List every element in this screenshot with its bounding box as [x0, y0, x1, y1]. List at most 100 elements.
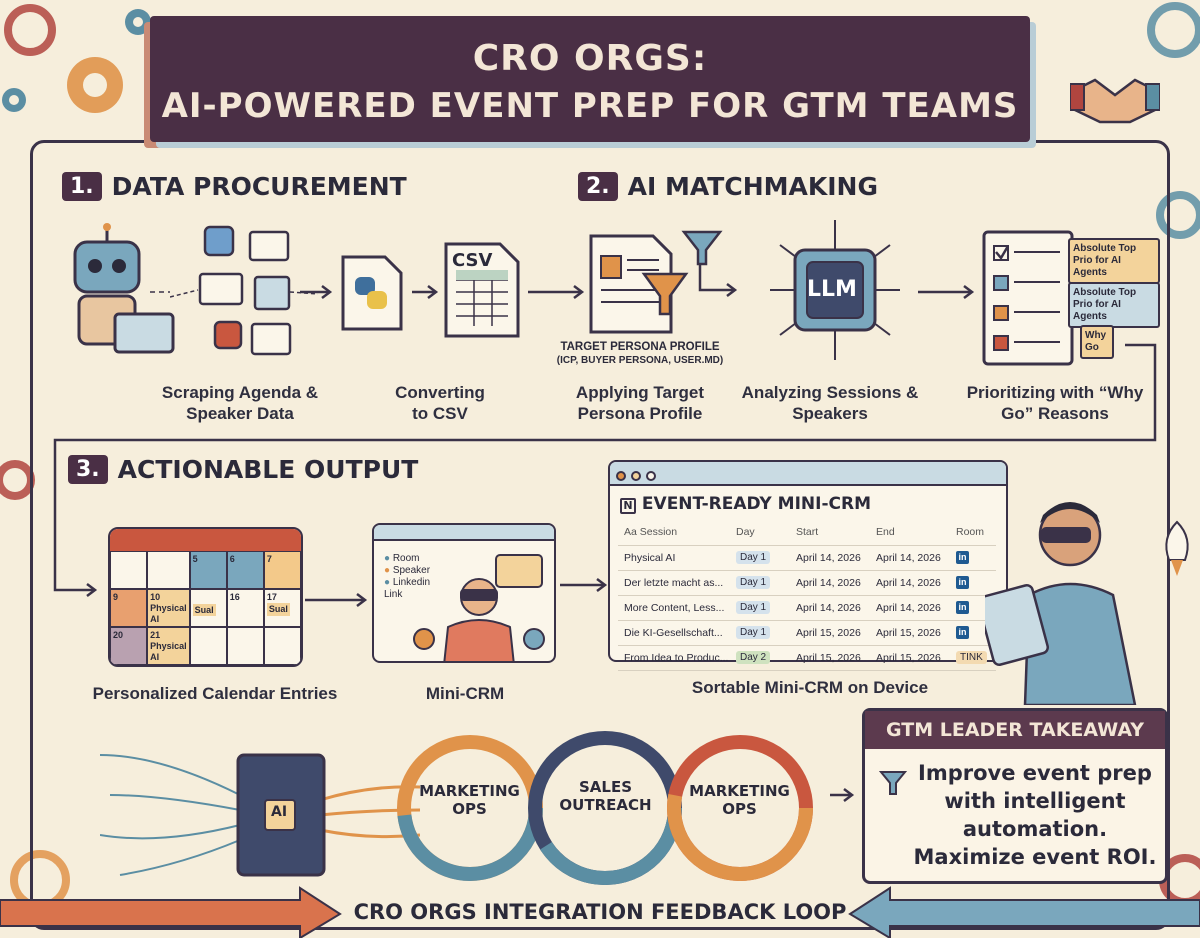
takeaway-heading: GTM LEADER TAKEAWAY: [865, 711, 1165, 749]
column-header[interactable]: Room: [950, 520, 996, 546]
calendar-day: 20: [110, 627, 148, 665]
step-caption: Analyzing Sessions & Speakers: [741, 383, 919, 423]
calendar-day: 16: [226, 589, 264, 627]
calendar-day-number: 17: [266, 592, 277, 602]
end-cell: April 14, 2026: [870, 595, 950, 621]
calendar-caption: Personalized Calendar Entries: [92, 684, 338, 703]
rocket-icon: [1165, 520, 1189, 576]
column-header[interactable]: Aa Session: [618, 520, 730, 546]
section-number: 3.: [68, 455, 108, 484]
table-row[interactable]: More Content, Less... Day 1 April 14, 20…: [618, 595, 996, 621]
section-title: DATA PROCUREMENT: [111, 172, 407, 201]
funnel-icon: [641, 272, 689, 316]
calendar-day: 7: [263, 551, 301, 589]
session-cell: From Idea to Produc...: [618, 645, 730, 671]
title-banner: CRO ORGS: AI-POWERED EVENT PREP FOR GTM …: [150, 16, 1030, 142]
section-ai-matchmaking: 2. AI MATCHMAKING: [578, 172, 878, 201]
start-cell: April 14, 2026: [790, 545, 870, 571]
step-caption: Converting to CSV: [395, 383, 485, 423]
crm-title: N EVENT-READY MINI-CRM: [620, 494, 871, 514]
table-row[interactable]: Die KI-Gesellschaft... Day 1 April 15, 2…: [618, 620, 996, 646]
start-cell: April 15, 2026: [790, 620, 870, 646]
mini-crm-caption: Mini-CRM: [425, 684, 505, 703]
document-icon: [589, 234, 673, 334]
section-data-procurement: 1. DATA PROCUREMENT: [62, 172, 407, 201]
window-titlebar: [610, 462, 1006, 486]
calendar-event-label: Sual: [192, 604, 216, 616]
calendar-event-label: Sual: [266, 603, 290, 616]
takeaway-text: Improve event prep with intelligent auto…: [913, 761, 1157, 869]
calendar-event-label: Physical AI: [150, 603, 187, 624]
column-header[interactable]: Day: [730, 520, 790, 546]
section-title: AI MATCHMAKING: [627, 172, 878, 201]
calendar-day-number: 10: [150, 592, 161, 602]
section-title: ACTIONABLE OUTPUT: [117, 455, 419, 484]
why-go-flag: Why Go: [1080, 325, 1114, 359]
table-row[interactable]: From Idea to Produc... Day 2 April 15, 2…: [618, 645, 996, 671]
table-row[interactable]: Physical AI Day 1 April 14, 2026 April 1…: [618, 545, 996, 571]
session-cell: Physical AI: [618, 545, 730, 571]
calendar-day: 6: [226, 551, 264, 589]
table-row[interactable]: Der letzte macht as... Day 1 April 14, 2…: [618, 570, 996, 596]
ring-label-marketing-ops: MARKETING OPS: [689, 782, 790, 818]
room-badge: TINK: [956, 651, 987, 664]
session-cell: Die KI-Gesellschaft...: [618, 620, 730, 646]
calendar-day: 5: [189, 551, 227, 589]
calendar-event: Sual: [189, 589, 227, 627]
ai-chip-label: AI: [271, 804, 288, 820]
section-number: 2.: [578, 172, 618, 201]
llm-label: LLM: [807, 277, 857, 302]
table-header: Aa Session Day Start End Room: [618, 520, 996, 546]
handshake-icon: [1070, 78, 1160, 124]
column-header[interactable]: End: [870, 520, 950, 546]
calendar-event-label: Physical AI: [150, 641, 187, 662]
priority-tag: Absolute Top Prio for AI Agents: [1068, 238, 1160, 284]
ai-network-diagram: [100, 753, 420, 877]
notion-icon: N: [620, 498, 636, 514]
linkedin-icon[interactable]: in: [956, 551, 969, 564]
funnel-icon: [681, 230, 723, 266]
takeaway-card: GTM LEADER TAKEAWAY Improve event prep w…: [862, 708, 1168, 884]
robot-icon: [73, 223, 175, 354]
column-header[interactable]: Start: [790, 520, 870, 546]
section-actionable-output: 3. ACTIONABLE OUTPUT: [68, 455, 418, 484]
scraping-web-icons: [170, 225, 319, 356]
day-badge: Day 2: [736, 651, 771, 664]
crm-caption: Sortable Mini-CRM on Device: [691, 678, 929, 697]
llm-chip-icon: [770, 220, 900, 360]
crm-title-text: EVENT-READY MINI-CRM: [641, 494, 871, 514]
step-caption: Scraping Agenda & Speaker Data: [161, 383, 319, 423]
persona-note: TARGET PERSONA PROFILE (ICP, BUYER PERSO…: [545, 340, 735, 368]
python-icon: [341, 255, 403, 331]
start-cell: April 14, 2026: [790, 595, 870, 621]
calendar-day-number: 21: [150, 630, 161, 640]
persona-note-line-2: (ICP, BUYER PERSONA, USER.MD): [556, 355, 724, 366]
funnel-icon: [879, 771, 907, 795]
linkedin-icon[interactable]: in: [956, 626, 969, 639]
persona-note-line-1: TARGET PERSONA PROFILE: [560, 341, 720, 353]
day-badge: Day 1: [736, 551, 771, 564]
ring-label-sales-outreach: SALES OUTREACH: [559, 778, 652, 814]
title-line-1: CRO ORGS:: [472, 38, 708, 79]
step-caption: Prioritizing with “Why Go” Reasons: [966, 383, 1144, 423]
feedback-loop-rings: [397, 731, 813, 885]
title-line-2: AI-POWERED EVENT PREP FOR GTM TEAMS: [161, 86, 1019, 126]
linkedin-icon[interactable]: in: [956, 576, 969, 589]
crm-table: Aa Session Day Start End Room Physical A…: [618, 520, 996, 671]
linkedin-icon[interactable]: in: [956, 601, 969, 614]
end-cell: April 14, 2026: [870, 570, 950, 596]
day-badge: Day 1: [736, 626, 771, 639]
day-badge: Day 1: [736, 576, 771, 589]
checklist-icon: [982, 230, 1074, 366]
day-badge: Day 1: [736, 601, 771, 614]
ring-label-marketing-ops: MARKETING OPS: [419, 782, 520, 818]
person-tablet-icon: [985, 502, 1137, 705]
person-vr-icon: [413, 554, 545, 661]
legend-item: Linkedin: [392, 577, 431, 588]
step-caption: Applying Target Persona Profile: [575, 383, 705, 423]
mini-crm-window: ● Room ● Speaker ● Linkedin Link: [372, 523, 556, 663]
